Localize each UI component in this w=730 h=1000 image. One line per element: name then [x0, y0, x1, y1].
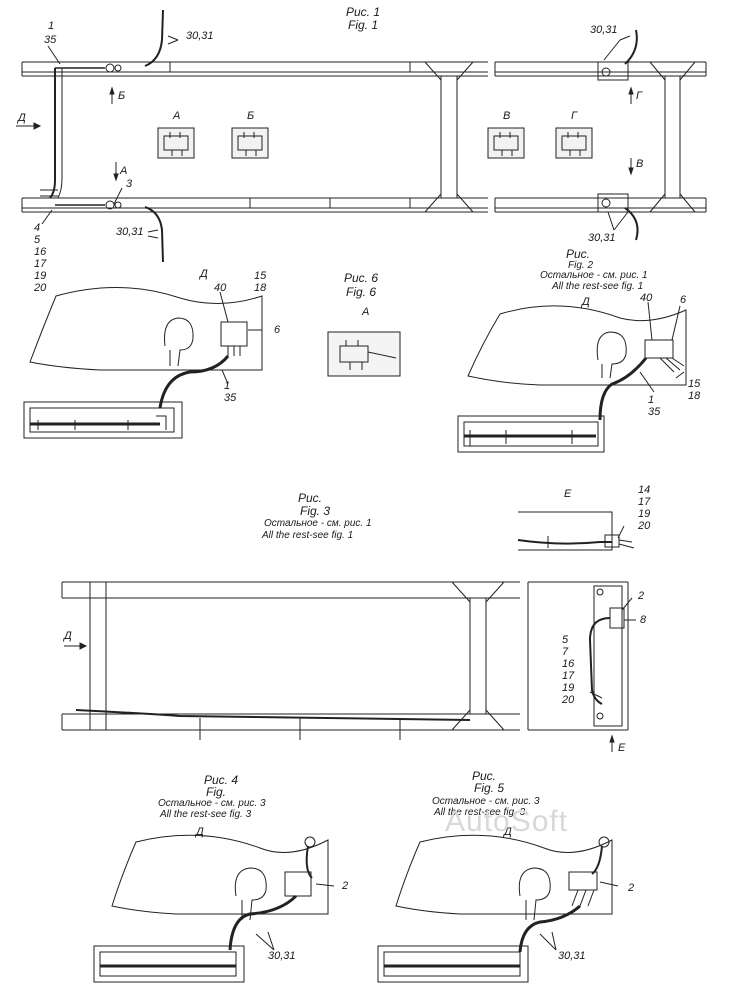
fig5-view-d: Д [504, 826, 512, 838]
fig1-left-stack: 4 5 16 17 19 20 [34, 222, 46, 294]
fig2-pos-1-35: 1 35 [648, 394, 660, 418]
fig2-pos-40: 40 [640, 292, 653, 304]
fig2-pos-35: 35 [648, 406, 661, 418]
fig3-view-e: Е [564, 488, 572, 500]
left-cab-pos-35: 35 [224, 392, 237, 404]
fig3-detail-e [517, 511, 635, 551]
fig2-pos-18: 18 [688, 390, 701, 402]
fig2-note-en: All the rest-see fig. 1 [552, 281, 644, 292]
fig1-pos-3: 3 [126, 178, 133, 190]
fig1-detail-views [157, 127, 593, 159]
fig1-pos-20: 20 [34, 282, 47, 294]
fig1-pos-3031-bottom-left: 30,31 [116, 226, 144, 238]
fig3-arrow-e: Е [618, 742, 626, 754]
fig1-pos-35: 35 [44, 34, 57, 46]
fig4-note-en: All the rest-see fig. 3 [160, 809, 252, 820]
cab-view-left [23, 287, 263, 439]
fig1-pos-5: 5 [34, 234, 41, 246]
fig3-pos-7: 7 [562, 646, 569, 658]
fig1-detail-b-label: Б [247, 110, 255, 122]
fig3-pos-stack-top: 14 17 19 20 [638, 484, 650, 532]
fig2-caption-en: Fig. 2 [568, 260, 594, 271]
fig5-note-ru: Остальное - см. рис. 3 [432, 796, 540, 807]
left-cab-view-d: Д [200, 268, 208, 280]
fig1-caption-en: Fig. 1 [348, 18, 379, 32]
fig1-detail-v-label: В [503, 110, 511, 122]
left-cab-pos-18: 18 [254, 282, 267, 294]
fig3-pos-stack-right: 5 7 16 17 19 20 [562, 634, 574, 706]
left-cab-pos-15-18: 15 18 [254, 270, 266, 294]
fig1-arrow-v: В [636, 158, 644, 170]
fig1-caption-ru: Рис. 1 [346, 5, 381, 19]
fig4-caption-en: Fig. [206, 785, 227, 799]
fig2-cab-view [457, 305, 687, 453]
left-cab-pos-40: 40 [214, 282, 227, 294]
fig4-cab-view [93, 834, 329, 983]
fig3-pos-20: 20 [638, 520, 651, 532]
left-cab-pos-1-35: 1 35 [224, 380, 236, 404]
fig3-pos-19b: 19 [562, 682, 575, 694]
fig3-pos-19: 19 [638, 508, 651, 520]
fig3-pos-2: 2 [638, 590, 645, 602]
fig5-caption-ru: Рис. [472, 769, 497, 783]
fig1-arrow-a: А [120, 165, 128, 177]
fig4-caption-ru: Рис. 4 [204, 773, 239, 787]
left-cab-pos-15: 15 [254, 270, 267, 282]
fig4-view-d: Д [196, 826, 204, 838]
fig1-detail-a-label: А [173, 110, 181, 122]
fig3-pos-20b: 20 [562, 694, 575, 706]
fig6-caption-en: Fig. 6 [346, 285, 377, 299]
fig3-pos-17b: 17 [562, 670, 575, 682]
fig2-pos-1: 1 [648, 394, 655, 406]
fig3-pos-14: 14 [638, 484, 651, 496]
fig6-detail-a [327, 331, 401, 377]
fig5-pos-2: 2 [628, 882, 635, 894]
fig1-view-d: Д [18, 112, 26, 124]
fig1-pos-17: 17 [34, 258, 47, 270]
fig5-pos-3031: 30,31 [558, 950, 586, 962]
fig4-pos-2: 2 [342, 880, 349, 892]
fig2-view-d: Д [582, 296, 590, 308]
fig1-pos-4: 4 [34, 222, 41, 234]
fig3-note-ru: Остальное - см. рис. 1 [264, 518, 372, 529]
fig6-caption-ru: Рис. 6 [344, 271, 379, 285]
fig4-note-ru: Остальное - см. рис. 3 [158, 798, 266, 809]
fig3-caption-en: Fig. 3 [300, 504, 331, 518]
fig1-pos-3031-bottom-right: 30,31 [588, 232, 616, 244]
fig5-cab-view [377, 834, 613, 983]
fig3-pos-16: 16 [562, 658, 575, 670]
fig1-pos-1: 1 [48, 20, 55, 32]
fig1-pos-16: 16 [34, 246, 47, 258]
fig1-pos-3031-top-left: 30,31 [186, 30, 214, 42]
watermark: AutoSoft [445, 805, 569, 838]
left-cab-pos-1: 1 [224, 380, 231, 392]
left-cab-pos-6: 6 [274, 324, 281, 336]
fig1-frame-left [21, 9, 488, 263]
fig3-view-d: Д [64, 630, 72, 642]
fig1-pos-19: 19 [34, 270, 47, 282]
fig3-pos-5: 5 [562, 634, 569, 646]
fig1-detail-g-label: Г [571, 110, 577, 122]
fig3-frame [61, 581, 629, 740]
fig4-pos-3031: 30,31 [268, 950, 296, 962]
fig3-caption-ru: Рис. [298, 491, 323, 505]
fig6-detail-a: А [362, 306, 370, 318]
fig2-note-ru: Остальное - см. рис. 1 [540, 270, 648, 281]
fig5-caption-en: Fig. 5 [474, 781, 505, 795]
fig1-pos-3031-top-right: 30,31 [590, 24, 618, 36]
fig3-pos-17: 17 [638, 496, 651, 508]
fig1-frame-right [494, 29, 707, 241]
fig2-pos-15: 15 [688, 378, 701, 390]
fig2-pos-15-18: 15 18 [688, 378, 700, 402]
fig1-arrow-b: Б [118, 90, 126, 102]
fig2-caption-ru: Рис. [566, 247, 591, 261]
fig2-pos-6: 6 [680, 294, 687, 306]
fig5-note-en: All the rest-see fig. 3 [434, 807, 526, 818]
fig1-arrow-g: Г [636, 90, 642, 102]
fig3-note-en: All the rest-see fig. 1 [262, 530, 354, 541]
fig3-pos-8: 8 [640, 614, 647, 626]
